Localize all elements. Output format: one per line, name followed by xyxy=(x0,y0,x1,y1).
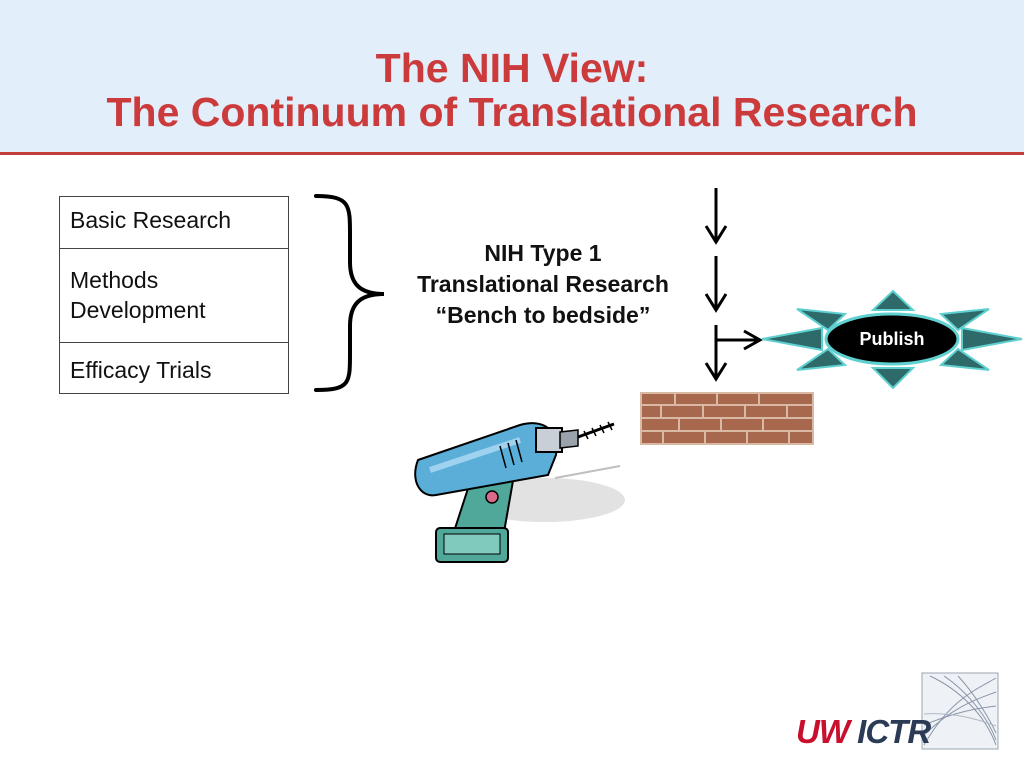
down-arrow-icon xyxy=(704,188,728,245)
title-line-1: The NIH View: xyxy=(375,45,649,91)
starburst-icon xyxy=(761,289,1023,390)
uw-ictr-wordmark: UW ICTR xyxy=(796,712,931,752)
right-arrow-icon xyxy=(716,329,764,351)
publish-label: Publish xyxy=(859,329,925,349)
research-stages-table: Basic Research Methods Development Effic… xyxy=(59,196,289,394)
type1-line-1: NIH Type 1 xyxy=(484,240,602,266)
brand-uw: UW xyxy=(796,713,850,750)
down-arrow-icon xyxy=(704,256,728,313)
brick-wall-image xyxy=(640,392,814,445)
stage-efficacy-trials: Efficacy Trials xyxy=(60,342,288,393)
title-line-2: The Continuum of Translational Research xyxy=(106,89,918,135)
power-drill-image xyxy=(414,421,625,563)
stage-basic-research: Basic Research xyxy=(60,197,288,248)
stage-label-line-1: Methods xyxy=(70,267,159,293)
stage-methods-development: Methods Development xyxy=(60,248,288,342)
title-rule xyxy=(0,152,1024,155)
type1-caption: NIH Type 1 Translational Research “Bench… xyxy=(393,238,693,331)
brand-ictr: ICTR xyxy=(857,713,931,750)
slide-title: The NIH View: The Continuum of Translati… xyxy=(0,46,1024,134)
stage-label: Efficacy Trials xyxy=(70,357,212,383)
stage-label: Basic Research xyxy=(70,207,232,233)
stage-label-line-2: Development xyxy=(70,297,206,323)
type1-line-2: Translational Research xyxy=(417,271,669,297)
title-banner xyxy=(0,0,1024,152)
brace-icon xyxy=(314,194,385,392)
uw-ictr-logo xyxy=(921,672,999,750)
down-arrow-icon xyxy=(704,325,728,382)
type1-line-3: “Bench to bedside” xyxy=(435,302,651,328)
